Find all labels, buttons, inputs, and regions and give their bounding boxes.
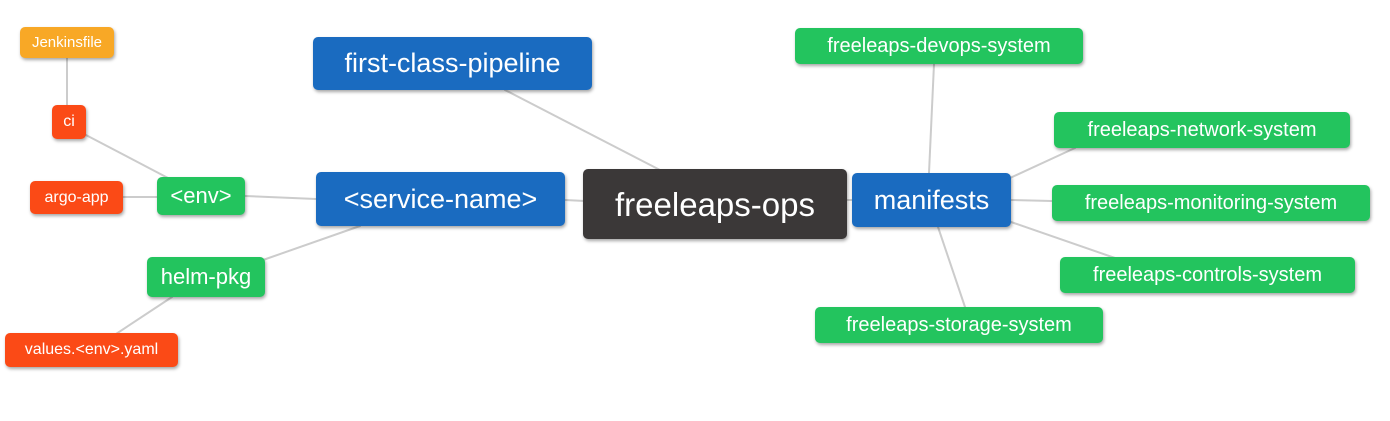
- node-label: <env>: [170, 183, 232, 208]
- node-env[interactable]: <env>: [157, 177, 245, 215]
- node-helm-pkg[interactable]: helm-pkg: [147, 257, 265, 297]
- edge-manifests-to-freeleaps-storage-system: [937, 226, 966, 308]
- node-freeleaps-monitoring-system[interactable]: freeleaps-monitoring-system: [1052, 185, 1370, 221]
- node-freeleaps-devops-system[interactable]: freeleaps-devops-system: [795, 28, 1083, 64]
- edge-helm-pkg-to-values-env-yaml: [115, 296, 173, 335]
- node-label: freeleaps-monitoring-system: [1084, 192, 1338, 214]
- node-freeleaps-storage-system[interactable]: freeleaps-storage-system: [815, 307, 1103, 343]
- edge-first-class-pipeline-to-freeleaps-ops: [504, 89, 661, 171]
- edge-env-to-service-name: [244, 195, 317, 200]
- node-label: freeleaps-network-system: [1087, 119, 1317, 141]
- node-manifests[interactable]: manifests: [852, 173, 1011, 227]
- edge-manifests-to-freeleaps-monitoring-system: [1010, 199, 1053, 202]
- node-freeleaps-ops[interactable]: freeleaps-ops: [583, 169, 847, 239]
- edge-ci-to-env: [83, 133, 169, 179]
- node-values-env-yaml[interactable]: values.<env>.yaml: [5, 333, 178, 367]
- edge-service-name-to-helm-pkg: [262, 225, 361, 261]
- node-argo-app[interactable]: argo-app: [30, 181, 123, 214]
- node-first-class-pipeline[interactable]: first-class-pipeline: [313, 37, 592, 90]
- node-freeleaps-network-system[interactable]: freeleaps-network-system: [1054, 112, 1350, 148]
- node-label: freeleaps-controls-system: [1093, 264, 1322, 286]
- edge-service-name-to-freeleaps-ops: [564, 199, 586, 202]
- edge-manifests-to-freeleaps-controls-system: [1010, 221, 1116, 259]
- node-service-name[interactable]: <service-name>: [316, 172, 565, 226]
- node-label: first-class-pipeline: [344, 48, 561, 78]
- edge-manifests-to-freeleaps-devops-system: [928, 63, 935, 174]
- node-label: argo-app: [44, 188, 109, 206]
- node-label: helm-pkg: [160, 264, 252, 289]
- edge-manifests-to-freeleaps-network-system: [1009, 147, 1076, 179]
- node-ci[interactable]: ci: [52, 105, 86, 139]
- node-label: <service-name>: [343, 183, 538, 214]
- node-label: values.<env>.yaml: [24, 341, 159, 358]
- node-label: freeleaps-devops-system: [827, 35, 1051, 57]
- node-label: Jenkinsfile: [31, 34, 103, 51]
- node-label: manifests: [873, 184, 990, 215]
- node-label: ci: [63, 113, 75, 130]
- node-label: freeleaps-ops: [615, 185, 815, 223]
- node-freeleaps-controls-system[interactable]: freeleaps-controls-system: [1060, 257, 1355, 293]
- node-label: freeleaps-storage-system: [846, 314, 1072, 336]
- node-jenkinsfile[interactable]: Jenkinsfile: [20, 27, 114, 58]
